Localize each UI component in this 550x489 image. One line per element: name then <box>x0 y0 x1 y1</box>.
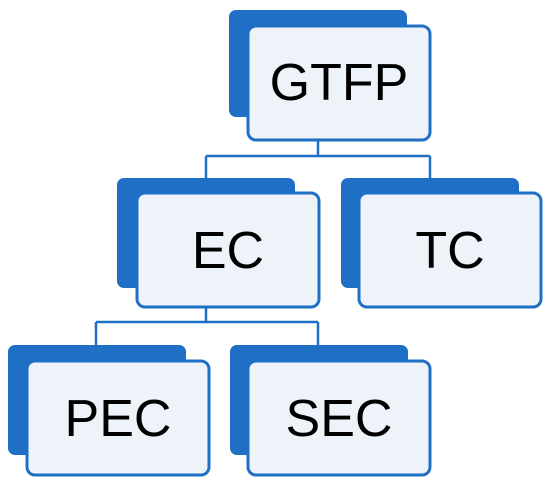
node-pec-card <box>25 359 211 477</box>
node-gtfp-label: GTFP <box>270 54 409 112</box>
node-sec-label: SEC <box>286 390 393 448</box>
node-ec: EC <box>117 178 321 309</box>
node-pec-label: PEC <box>65 390 172 448</box>
connectors <box>94 141 432 346</box>
connector-gtfp-children <box>204 141 432 192</box>
connector-ec-children <box>94 306 320 346</box>
node-sec: SEC <box>230 345 432 477</box>
node-pec: PEC <box>8 345 211 477</box>
node-gtfp: GTFP <box>229 10 432 142</box>
node-sec-card <box>246 359 432 477</box>
node-gtfp-card <box>246 24 432 142</box>
node-ec-card <box>135 191 321 309</box>
node-tc-card <box>357 191 543 309</box>
node-tc: TC <box>341 178 543 309</box>
node-tc-label: TC <box>415 222 484 280</box>
node-ec-label: EC <box>192 222 264 280</box>
